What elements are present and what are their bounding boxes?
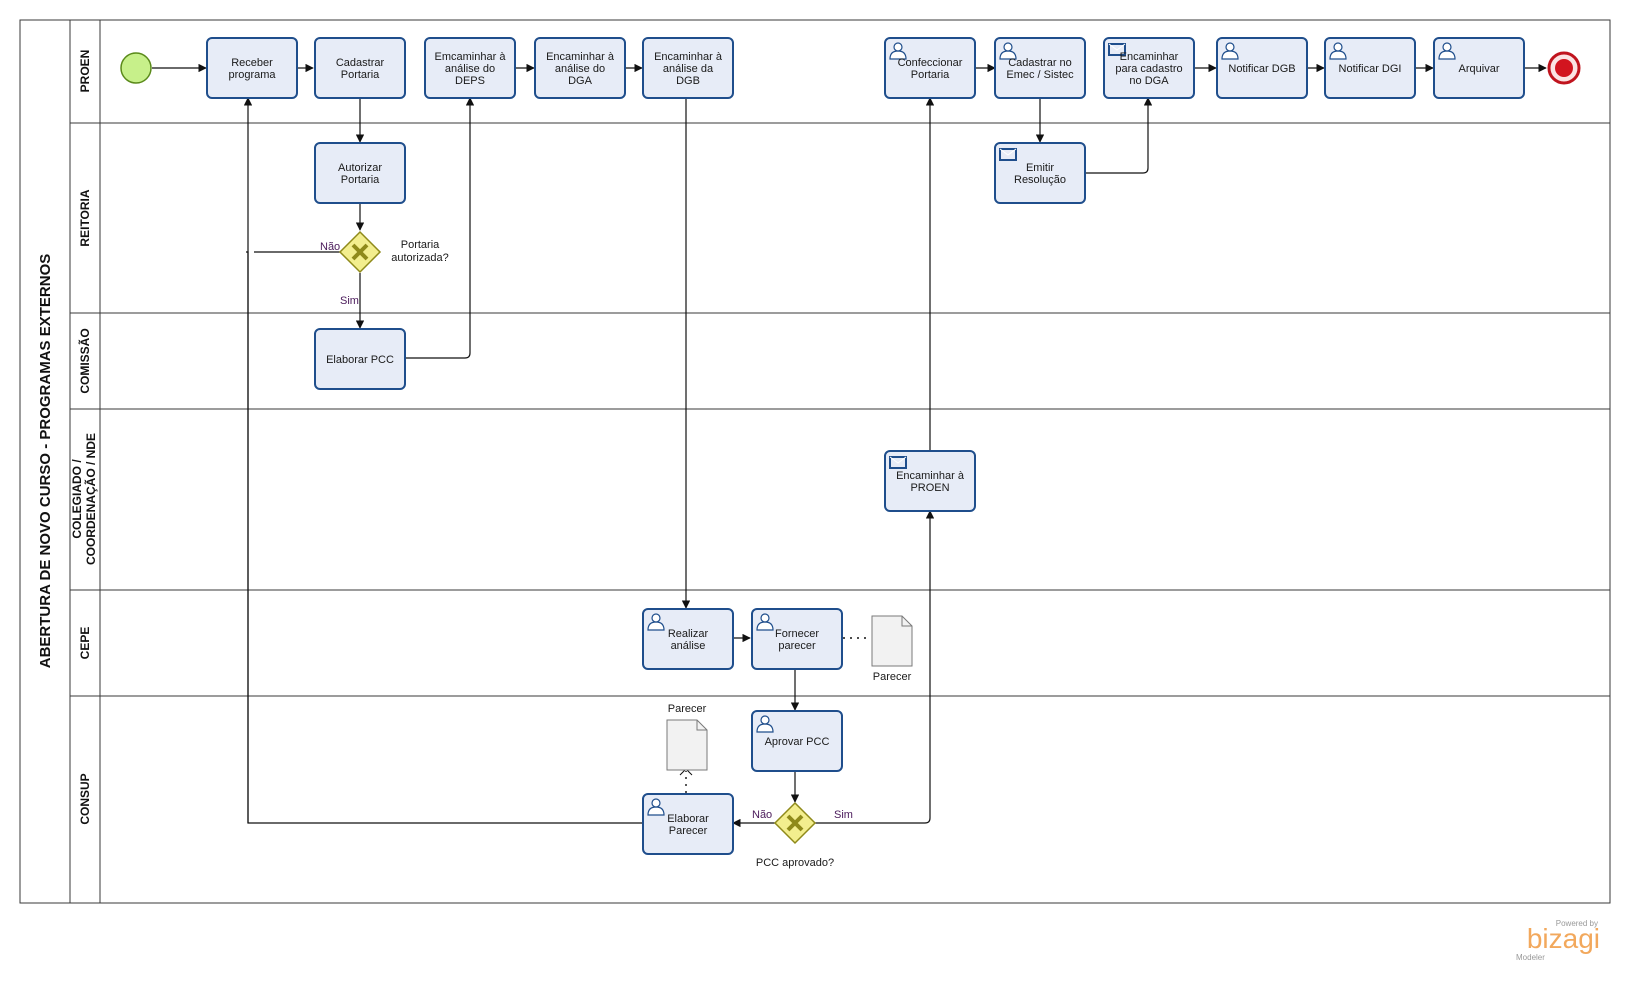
task-label: análise do <box>445 63 495 75</box>
user-icon <box>1438 42 1456 60</box>
document-label: Parecer <box>873 671 912 683</box>
task-label: PROEN <box>910 482 949 494</box>
task-label: Emcaminhar à <box>435 51 507 63</box>
task-label: Emitir <box>1026 162 1054 174</box>
task-label: no DGA <box>1129 75 1169 87</box>
document-parecer-consup[interactable] <box>666 719 708 771</box>
task-label: Receber <box>231 57 273 69</box>
task-label: Emec / Sistec <box>1006 69 1074 81</box>
user-icon <box>647 613 665 631</box>
task-label: parecer <box>778 640 816 652</box>
gateway-no-label: Não <box>320 241 340 253</box>
gateway-portaria-autorizada[interactable] <box>338 230 382 274</box>
task-label: análise do <box>555 63 605 75</box>
user-icon <box>1329 42 1347 60</box>
gateway-label-line2: autorizada? <box>391 252 449 264</box>
lane-label-comissao: COMISSÃO <box>77 328 92 393</box>
task-label: Encaminhar à <box>896 470 965 482</box>
lane-label-colegiado-2: COORDENAÇÃO / NDE <box>83 433 98 565</box>
lane-label-proen: PROEN <box>78 50 92 93</box>
gateway-pcc-aprovado[interactable] <box>773 801 817 845</box>
tasks: ReceberprogramaCadastrarPortariaEmcaminh… <box>206 37 1525 855</box>
envelope-icon <box>1108 43 1126 56</box>
task-label: Encaminhar <box>1120 51 1179 63</box>
task-label: análise <box>671 640 706 652</box>
task-label: DEPS <box>455 75 485 87</box>
task-notificar-dgb[interactable]: Notificar DGB <box>1216 37 1308 99</box>
task-label: Portaria <box>911 69 950 81</box>
task-elaborar-pcc[interactable]: Elaborar PCC <box>314 328 406 390</box>
end-event[interactable] <box>1547 51 1581 85</box>
task-label: Parecer <box>669 825 708 837</box>
start-event[interactable] <box>120 52 152 84</box>
envelope-icon <box>999 148 1017 161</box>
task-label: Notificar DGB <box>1228 63 1295 75</box>
user-icon <box>889 42 907 60</box>
task-label: Notificar DGI <box>1339 63 1402 75</box>
task-label: Cadastrar <box>336 57 385 69</box>
document-parecer-cepe[interactable] <box>871 615 913 667</box>
task-arquivar[interactable]: Arquivar <box>1433 37 1525 99</box>
task-label: DGB <box>676 75 700 87</box>
task-label: Confeccionar <box>898 57 963 69</box>
user-icon <box>756 715 774 733</box>
task-label: análise da <box>663 63 714 75</box>
task-aprovar[interactable]: Aprovar PCC <box>751 710 843 772</box>
task-label: DGA <box>568 75 593 87</box>
user-icon <box>1221 42 1239 60</box>
lane-label-consup: CONSUP <box>78 773 92 824</box>
gateway-label: PCC aprovado? <box>756 857 834 869</box>
watermark-powered: Powered by <box>1556 919 1598 928</box>
task-label: Autorizar <box>338 162 382 174</box>
user-icon <box>756 613 774 631</box>
task-label: Cadastrar no <box>1008 57 1072 69</box>
pool: ABERTURA DE NOVO CURSO - PROGRAMAS EXTER… <box>19 19 1611 904</box>
task-label: Aprovar PCC <box>765 736 830 748</box>
sequence-flows <box>152 63 1547 828</box>
task-label: Portaria <box>341 69 380 81</box>
task-label: Arquivar <box>1459 63 1500 75</box>
task-label: Fornecer <box>775 628 819 640</box>
lane-label-colegiado-1: COLEGIADO / <box>70 459 84 539</box>
gateway-yes-label: Sim <box>834 809 853 821</box>
document-label: Parecer <box>668 703 707 715</box>
user-icon <box>999 42 1017 60</box>
task-label: Encaminhar à <box>546 51 615 63</box>
task-label: Elaborar <box>667 813 709 825</box>
pool-title: ABERTURA DE NOVO CURSO - PROGRAMAS EXTER… <box>37 254 54 668</box>
task-notificar-dgi[interactable]: Notificar DGI <box>1324 37 1416 99</box>
task-label: Portaria <box>341 174 380 186</box>
task-label: programa <box>228 69 276 81</box>
user-icon <box>647 798 665 816</box>
gateway-yes-label: Sim <box>340 295 359 307</box>
task-label: Elaborar PCC <box>326 354 394 366</box>
bizagi-watermark: Powered by bizagi Modeler <box>1516 919 1600 962</box>
gateway-label-line1: Portaria <box>401 239 440 251</box>
task-label: Realizar <box>668 628 709 640</box>
task-label: Encaminhar à <box>654 51 723 63</box>
lane-label-reitoria: REITORIA <box>78 189 92 246</box>
watermark-brand: bizagi <box>1527 923 1600 954</box>
watermark-product: Modeler <box>1516 953 1545 962</box>
envelope-icon <box>889 456 907 469</box>
task-label: Resolução <box>1014 174 1066 186</box>
task-label: para cadastro <box>1115 63 1182 75</box>
gateway-no-label: Não <box>752 809 772 821</box>
lane-label-cepe: CEPE <box>78 627 92 660</box>
